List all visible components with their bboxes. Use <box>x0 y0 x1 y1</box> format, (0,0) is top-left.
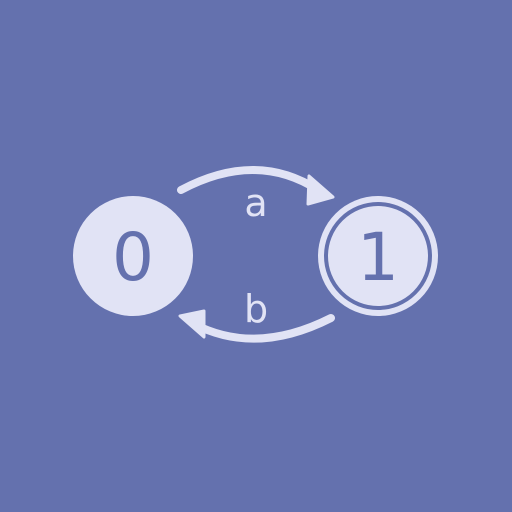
state-1-label: 1 <box>357 219 399 296</box>
state-0: 0 <box>73 196 193 316</box>
transition-0-to-1-label: a <box>244 181 267 225</box>
state-0-label: 0 <box>112 219 154 296</box>
transition-1-to-0: b <box>178 287 335 343</box>
state-1-inner-ring <box>324 202 432 310</box>
state-1-outer-ring <box>318 196 438 316</box>
transition-0-to-1-arc <box>177 166 322 194</box>
transition-1-to-0-label: b <box>244 287 268 331</box>
transition-1-to-0-arc <box>190 314 335 343</box>
transition-1-to-0-arrowhead <box>178 309 206 339</box>
state-1: 1 <box>318 196 438 316</box>
transition-0-to-1: a <box>177 166 335 225</box>
transition-0-to-1-arrowhead <box>306 174 335 206</box>
state-0-circle <box>73 196 193 316</box>
